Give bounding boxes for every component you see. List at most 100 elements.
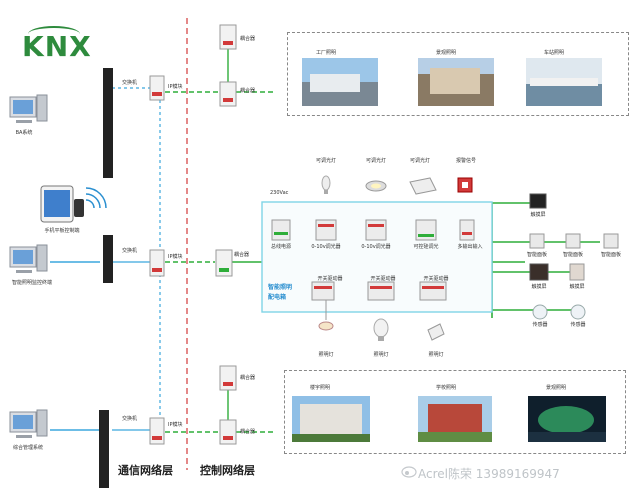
device-label: 触摸屏 (569, 284, 585, 290)
ip-module-top (149, 75, 165, 101)
photo-building (292, 396, 370, 442)
lamp-downlight-icon (365, 180, 387, 192)
watermark-text: Acrel陈荣 13989169947 (418, 467, 560, 481)
power-label: 230Vac (270, 190, 289, 196)
switch-label: 交换机 (122, 248, 138, 254)
lamp-label: 可调光灯 (409, 158, 431, 164)
module-dimmer-1 (315, 219, 337, 241)
gallery-caption: 景观照明 (546, 385, 567, 391)
mobile-label: 手机平板控制端 (44, 228, 80, 234)
switch-label: 交换机 (122, 416, 138, 422)
ip-module-label: IP模块 (168, 422, 183, 428)
lamp-label: 照明灯 (373, 352, 389, 358)
module-multi-io (459, 219, 475, 241)
panel-2 (565, 233, 581, 249)
coupler-label: 耦合器 (240, 88, 256, 94)
ip-module-bot (149, 417, 165, 445)
touchscreen-3 (569, 263, 585, 281)
gallery-caption: 车站照明 (544, 50, 565, 56)
device-label: 触摸屏 (531, 284, 547, 290)
coupler-mid (215, 249, 233, 277)
touchscreen-1 (529, 193, 547, 209)
photo-landscape-bottom (528, 396, 606, 442)
weibo-icon (401, 466, 417, 478)
switch-mid (103, 235, 113, 283)
module-bus-power (271, 219, 291, 241)
ip-module-label: IP模块 (168, 254, 183, 260)
lamp-spot-icon (427, 323, 445, 341)
top-gallery-box (287, 32, 629, 116)
other-computer-icon (9, 409, 48, 438)
device-label: 传感器 (532, 322, 548, 328)
switch-top (103, 68, 113, 178)
module-switch-2 (367, 281, 395, 301)
cabinet-title-2: 配电箱 (268, 294, 287, 301)
gallery-caption: 工厂照明 (316, 50, 337, 56)
coupler-top-2 (219, 81, 237, 107)
knx-logo: KNX (22, 30, 92, 63)
module-label: 0-10v调光器 (361, 244, 391, 250)
touchscreen-2 (529, 263, 549, 281)
ip-module-mid (149, 249, 165, 277)
module-dimmer-2 (365, 219, 387, 241)
sensor-1 (532, 304, 548, 320)
device-label: 智能面板 (600, 252, 622, 258)
wifi-icon (85, 199, 95, 209)
module-switch-3 (419, 281, 447, 301)
lamp-label: 可调光灯 (365, 158, 387, 164)
switch-bot (99, 410, 109, 488)
pc-computer-icon (9, 244, 48, 273)
lamp-label: 照明灯 (318, 352, 334, 358)
cabinet-title-1: 智能照明 (268, 284, 293, 291)
device-label: 触摸屏 (530, 212, 546, 218)
photo-station (526, 58, 602, 106)
lamp-led-bulb-icon (373, 318, 389, 341)
coupler-bot-1 (219, 365, 237, 391)
module-switch-1 (311, 281, 335, 301)
module-label: 开关驱动器 (370, 276, 396, 282)
panel-1 (529, 233, 545, 249)
lamp-label: 照明灯 (428, 352, 444, 358)
bms-computer-icon (9, 94, 48, 123)
module-label: 0-10v调光器 (311, 244, 341, 250)
ip-module-label: IP模块 (168, 84, 183, 90)
lamp-label: 可调光灯 (315, 158, 337, 164)
device-label: 传感器 (570, 322, 586, 328)
module-label: 多输出输入 (457, 244, 483, 250)
lamp-tube-icon (318, 300, 334, 331)
switch-label: 交换机 (122, 80, 138, 86)
device-label: 智能面板 (562, 252, 584, 258)
photo-factory (302, 58, 378, 106)
alarm-label: 报警信号 (455, 158, 477, 164)
sensor-2 (570, 304, 586, 320)
coupler-label: 耦合器 (234, 252, 250, 258)
panel-3 (603, 233, 619, 249)
tablet-icon (40, 185, 84, 223)
module-label: 总线电源 (270, 244, 292, 250)
lamp-bulb-icon (321, 175, 331, 194)
lamp-panel-icon (409, 177, 437, 195)
module-label: 可控硅调光 (413, 244, 439, 250)
module-triac-dimmer (415, 219, 437, 241)
alarm-icon (457, 177, 473, 193)
coupler-label: 耦合器 (240, 375, 256, 381)
logo-arc (28, 26, 80, 42)
module-label: 开关驱动器 (317, 276, 343, 282)
module-label: 开关驱动器 (423, 276, 449, 282)
gallery-caption: 景观照明 (436, 50, 457, 56)
comm-layer-title: 通信网络层 (118, 464, 173, 477)
bms-label: BA系统 (15, 130, 33, 136)
coupler-label: 耦合器 (240, 429, 256, 435)
control-layer-title: 控制网络层 (200, 464, 255, 477)
bottom-gallery-box (284, 370, 626, 454)
coupler-bot-2 (219, 419, 237, 445)
coupler-top-1 (219, 24, 237, 50)
gallery-caption: 学校照明 (436, 385, 457, 391)
device-label: 智能面板 (526, 252, 548, 258)
gallery-caption: 楼宇照明 (310, 385, 331, 391)
pc-label: 智能照明监控终端 (11, 280, 53, 286)
coupler-label: 耦合器 (240, 36, 256, 42)
other-label: 综合管理系统 (12, 445, 44, 451)
